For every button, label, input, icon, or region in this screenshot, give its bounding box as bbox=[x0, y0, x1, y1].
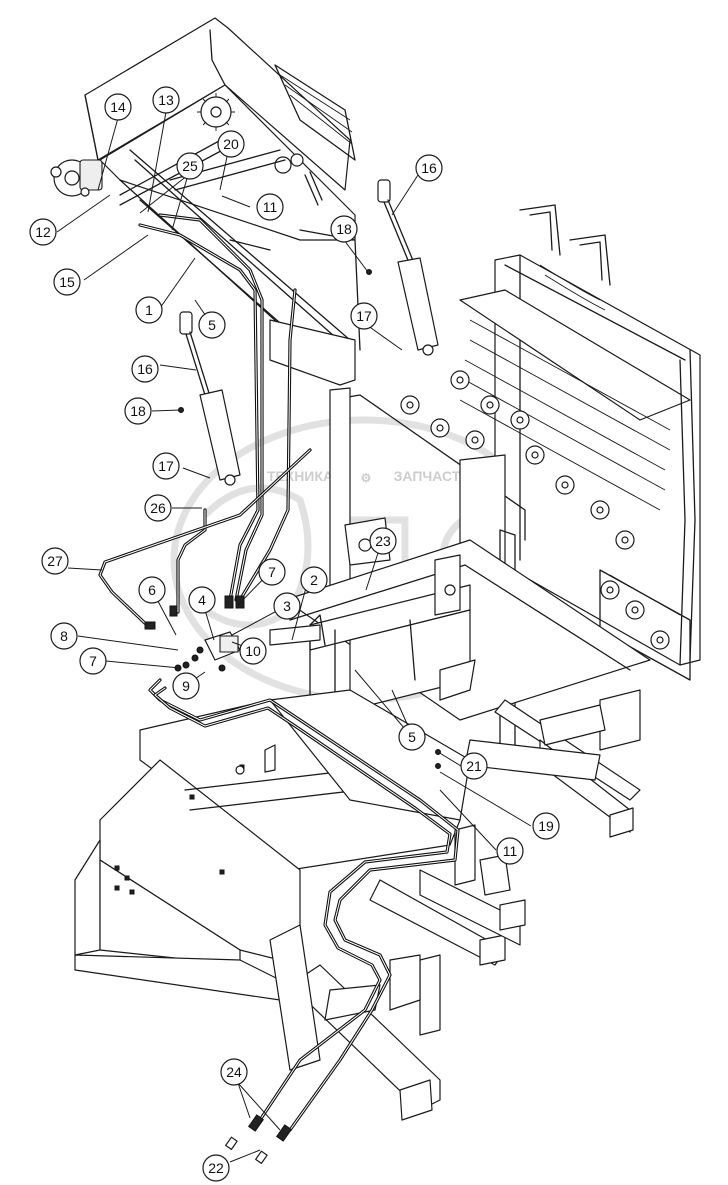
svg-text:16: 16 bbox=[421, 160, 437, 176]
main-frame bbox=[284, 387, 651, 838]
part-21-dot bbox=[435, 749, 441, 755]
hydraulic-cylinder-left bbox=[179, 311, 241, 486]
callout-3: 3 bbox=[273, 592, 301, 620]
svg-text:7: 7 bbox=[268, 564, 276, 580]
svg-text:1: 1 bbox=[145, 302, 153, 318]
svg-text:2: 2 bbox=[310, 572, 318, 588]
callout-7a: 7 bbox=[258, 558, 286, 586]
svg-text:5: 5 bbox=[208, 317, 216, 333]
callout-18a: 18 bbox=[330, 215, 358, 243]
callouts: 1 2 3 4 5 5 6 7 7 8 9 10 11 11 12 13 14 … bbox=[29, 86, 560, 1182]
callout-14: 14 bbox=[104, 93, 132, 121]
svg-text:9: 9 bbox=[182, 678, 190, 694]
callout-26: 26 bbox=[144, 494, 172, 522]
svg-text:13: 13 bbox=[158, 92, 174, 108]
callout-25: 25 bbox=[176, 152, 204, 180]
hydraulic-hoses bbox=[98, 213, 460, 1132]
callout-22: 22 bbox=[202, 1154, 230, 1182]
svg-text:11: 11 bbox=[263, 199, 278, 215]
svg-text:4: 4 bbox=[198, 592, 206, 608]
callout-1: 1 bbox=[135, 296, 163, 324]
svg-text:8: 8 bbox=[60, 628, 68, 644]
callout-2: 2 bbox=[300, 566, 328, 594]
callout-16b: 16 bbox=[131, 355, 159, 383]
hose-fittings bbox=[144, 595, 292, 1164]
svg-text:14: 14 bbox=[110, 99, 126, 115]
svg-text:7: 7 bbox=[89, 653, 97, 669]
callout-17a: 17 bbox=[350, 302, 378, 330]
svg-text:24: 24 bbox=[226, 1064, 242, 1080]
svg-text:25: 25 bbox=[182, 158, 198, 174]
svg-text:21: 21 bbox=[466, 758, 482, 774]
svg-text:10: 10 bbox=[245, 643, 261, 659]
callout-4: 4 bbox=[188, 586, 216, 614]
svg-text:22: 22 bbox=[208, 1160, 224, 1176]
svg-text:12: 12 bbox=[35, 224, 51, 240]
callout-18b: 18 bbox=[124, 397, 152, 425]
roller-conveyor bbox=[400, 204, 701, 681]
svg-text:15: 15 bbox=[59, 274, 75, 290]
svg-text:20: 20 bbox=[223, 136, 239, 152]
svg-text:27: 27 bbox=[47, 553, 63, 569]
svg-text:16: 16 bbox=[137, 361, 153, 377]
hydraulic-cylinder-right bbox=[377, 179, 439, 356]
callout-11a: 11 bbox=[256, 193, 284, 221]
svg-text:11: 11 bbox=[503, 843, 518, 859]
watermark-caption-left: ТЕХНИКА bbox=[267, 468, 333, 484]
callout-6: 6 bbox=[138, 576, 166, 604]
callout-12: 12 bbox=[29, 218, 57, 246]
callout-11b: 11 bbox=[496, 837, 524, 865]
callout-15: 15 bbox=[53, 268, 81, 296]
callout-8: 8 bbox=[50, 622, 78, 650]
svg-text:18: 18 bbox=[336, 221, 352, 237]
svg-text:19: 19 bbox=[538, 818, 554, 834]
svg-text:17: 17 bbox=[356, 308, 372, 324]
callout-7b: 7 bbox=[79, 647, 107, 675]
callout-9: 9 bbox=[172, 672, 200, 700]
callout-23: 23 bbox=[369, 527, 397, 555]
callout-19: 19 bbox=[532, 812, 560, 840]
callout-20: 20 bbox=[217, 130, 245, 158]
part-18-dot bbox=[366, 269, 372, 275]
watermark-caption-right: ЗАПЧАСТИ bbox=[394, 468, 471, 484]
callout-5a: 5 bbox=[198, 311, 226, 339]
svg-text:3: 3 bbox=[283, 598, 291, 614]
callout-13: 13 bbox=[152, 86, 180, 114]
callout-17b: 17 bbox=[152, 452, 180, 480]
callout-10: 10 bbox=[239, 637, 267, 665]
svg-text:6: 6 bbox=[148, 582, 156, 598]
sprocket bbox=[197, 93, 235, 131]
callout-27: 27 bbox=[41, 547, 69, 575]
part-21-dot bbox=[435, 763, 441, 769]
lower-frame bbox=[74, 689, 526, 1121]
callout-16a: 16 bbox=[415, 154, 443, 182]
svg-text:18: 18 bbox=[130, 403, 146, 419]
callout-21: 21 bbox=[460, 752, 488, 780]
svg-text:17: 17 bbox=[158, 458, 174, 474]
callout-5b: 5 bbox=[398, 723, 426, 751]
svg-text:5: 5 bbox=[408, 729, 416, 745]
part-18-dot bbox=[178, 407, 184, 413]
svg-text:23: 23 bbox=[375, 533, 391, 549]
hydraulic-motor bbox=[50, 159, 103, 197]
callout-24: 24 bbox=[220, 1058, 248, 1086]
gear-icon: ⚙ bbox=[361, 471, 372, 485]
svg-text:26: 26 bbox=[150, 500, 166, 516]
